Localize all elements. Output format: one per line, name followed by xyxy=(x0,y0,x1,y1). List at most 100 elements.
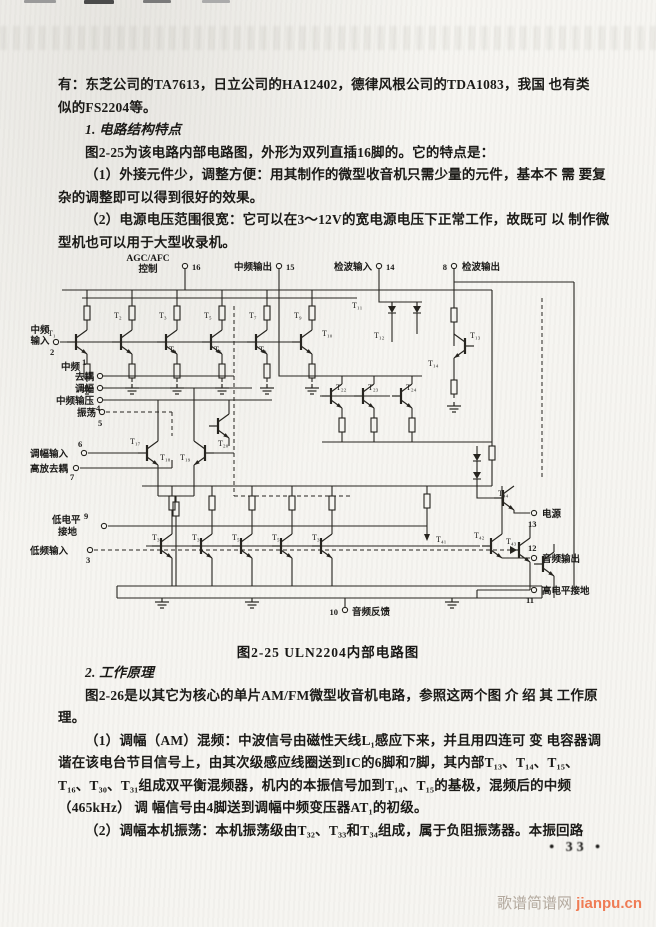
pin-14-number: 14 xyxy=(386,262,395,272)
transistor-label: T₃₂ xyxy=(152,533,163,542)
scan-artifact-dash xyxy=(24,0,56,3)
am-label: 调幅 xyxy=(75,383,95,395)
page-number: • 33 • xyxy=(549,840,604,855)
watermark-site-url: jianpu.cn xyxy=(576,895,642,912)
resistor-symbol xyxy=(168,491,176,515)
transistor-label: T₅ xyxy=(204,311,212,320)
resistor-symbol xyxy=(488,441,496,465)
figure-caption: 图2-25 ULN2204内部电路图 xyxy=(236,645,420,660)
text-line: 有：东芝公司的TA7613，日立公司的HA12402，德律风根公司的TDA108… xyxy=(58,77,590,92)
transistor-label: T₁₀ xyxy=(322,329,333,338)
transistor-label: T₁₃ xyxy=(470,331,481,340)
transistor-label: T₂₀ xyxy=(218,439,229,448)
text-line: 图2-25为该电路内部电路图，外形为双列直插16脚的。它的特点是： xyxy=(85,144,495,160)
pin-terminal xyxy=(96,372,104,380)
resistor-symbol xyxy=(248,491,256,515)
resistor-symbol xyxy=(450,303,458,327)
transistor-symbol xyxy=(207,412,231,440)
pin-8-label: 检波输出 xyxy=(462,261,500,273)
pin-terminal xyxy=(72,464,80,472)
pin-2-number: 2 xyxy=(50,347,54,357)
resistor-symbol xyxy=(450,375,458,399)
section-heading: 1. 电路结构特点 xyxy=(85,122,182,137)
decouple-label: 去耦 xyxy=(75,371,95,383)
pin-16-number: 16 xyxy=(192,262,201,272)
transistor-label: T₄₂ xyxy=(474,531,485,540)
resistor-symbol xyxy=(83,301,91,325)
ground-symbol xyxy=(259,383,275,395)
pin-terminal xyxy=(530,554,538,562)
text-line: （465kHz） 调 幅信号由4脚送到调幅中频变压器AT₁的初级。 xyxy=(58,800,428,815)
pin-1-label: 中频 xyxy=(61,361,81,373)
pin-15-number: 15 xyxy=(286,262,295,272)
watermark-site-name: 歌谱简谱网 xyxy=(496,895,577,912)
resistor-symbol xyxy=(370,413,378,437)
ground-symbol xyxy=(244,597,260,609)
ground-symbol xyxy=(444,597,460,609)
ground-symbol xyxy=(154,597,170,609)
pin-terminal xyxy=(86,546,94,554)
diode-symbol xyxy=(472,467,482,484)
pin-15-label: 中频输出 xyxy=(234,261,272,273)
pin-7-number: 7 xyxy=(70,472,75,482)
pin-13-label: 电源 xyxy=(542,508,562,520)
resistor-symbol xyxy=(172,497,180,521)
resistor-symbol xyxy=(308,301,316,325)
transistor-label: T₅₃ xyxy=(272,533,283,542)
pin-12-label: 音频输出 xyxy=(542,553,580,565)
pin-terminal xyxy=(530,586,538,594)
pin-2-label2: 输入 xyxy=(30,335,50,347)
transistor-symbol xyxy=(136,439,160,467)
transistor-label: T₁₂ xyxy=(374,331,385,340)
pin-9-label: 低电平 xyxy=(51,514,81,526)
uln2204-schematic: AGC/AFC 控制 16 中频输出 15 检波输入 14 8 检波输出 中频 … xyxy=(29,254,590,618)
transistor-label: T₃ xyxy=(159,311,167,320)
resistor-symbol xyxy=(423,489,431,513)
resistor-symbol xyxy=(288,491,296,515)
transistor-label: T₇ xyxy=(249,311,257,320)
ground-symbol xyxy=(446,401,462,413)
pin-10-label: 音频反馈 xyxy=(352,606,391,618)
pin-4-label: 中频输压 xyxy=(56,395,95,407)
schematic-dashed-wires xyxy=(94,298,543,551)
transistor-label: T₄₁ xyxy=(436,535,447,544)
text-line: 谐在该电台节目信号上，由其次级感应线圈送到IC的6脚和7脚，其内部T₁₃、T₁₄… xyxy=(58,755,579,770)
diode-symbol xyxy=(412,301,422,318)
resistor-symbol xyxy=(263,359,271,383)
schematic-wires xyxy=(60,269,575,607)
pin-14-label: 检波输入 xyxy=(334,261,373,273)
pin-6-number: 6 xyxy=(78,439,82,449)
transistor-label: T₂₄ xyxy=(406,383,417,392)
pin-3-label: 低频输入 xyxy=(29,545,69,557)
text-line: 图2-26是以其它为核心的单片AM/FM微型收音机电路，参照这两个图 介 绍 其… xyxy=(85,687,598,703)
transistor-label: T₃₃ xyxy=(192,533,203,542)
transistor-label: T₄₄ xyxy=(498,489,509,498)
paragraph-block-1: 有：东芝公司的TA7613，日立公司的HA12402，德律风根公司的TDA108… xyxy=(58,74,614,254)
transistor-label: T₂ xyxy=(114,311,122,320)
text-line: 似的FS2204等。 xyxy=(58,99,157,115)
transistor-label: T₁₄ xyxy=(428,359,439,368)
pin-terminal xyxy=(96,384,104,392)
transistor-label: T₉ xyxy=(294,311,302,320)
pin-16-label: AGC/AFC xyxy=(126,254,169,264)
pin-1-number: 1 xyxy=(82,357,86,367)
transistor-label: T₄₅ xyxy=(556,555,567,564)
transistor-label: T₃₄ xyxy=(312,533,323,542)
resistor-symbol xyxy=(308,359,316,383)
pin-terminal xyxy=(450,262,458,270)
pin-terminal xyxy=(100,522,108,530)
pin-7-label: 高放去耦 xyxy=(30,463,69,475)
resistor-symbol xyxy=(128,301,136,325)
transistor-label: T₁₉ xyxy=(180,453,191,462)
resistor-symbol xyxy=(128,359,136,383)
pin-terminal xyxy=(52,338,60,346)
transistor-label: T₁₇ xyxy=(130,437,141,446)
transistor-label: T₁₈ xyxy=(160,453,171,462)
pin-13-number: 13 xyxy=(528,519,537,529)
text-line: （2）调幅本机振荡：本机振荡级由T₃₂、T₃₃和T₃₄组成，属于负阻振荡器。本振… xyxy=(85,822,584,838)
pin-11-number: 11 xyxy=(526,595,534,605)
pin-5-label: 振荡 xyxy=(77,407,97,419)
transistor-label: T₁ xyxy=(48,329,56,338)
scan-artifact-dash xyxy=(202,0,230,3)
scan-artifact-dash xyxy=(84,0,114,4)
